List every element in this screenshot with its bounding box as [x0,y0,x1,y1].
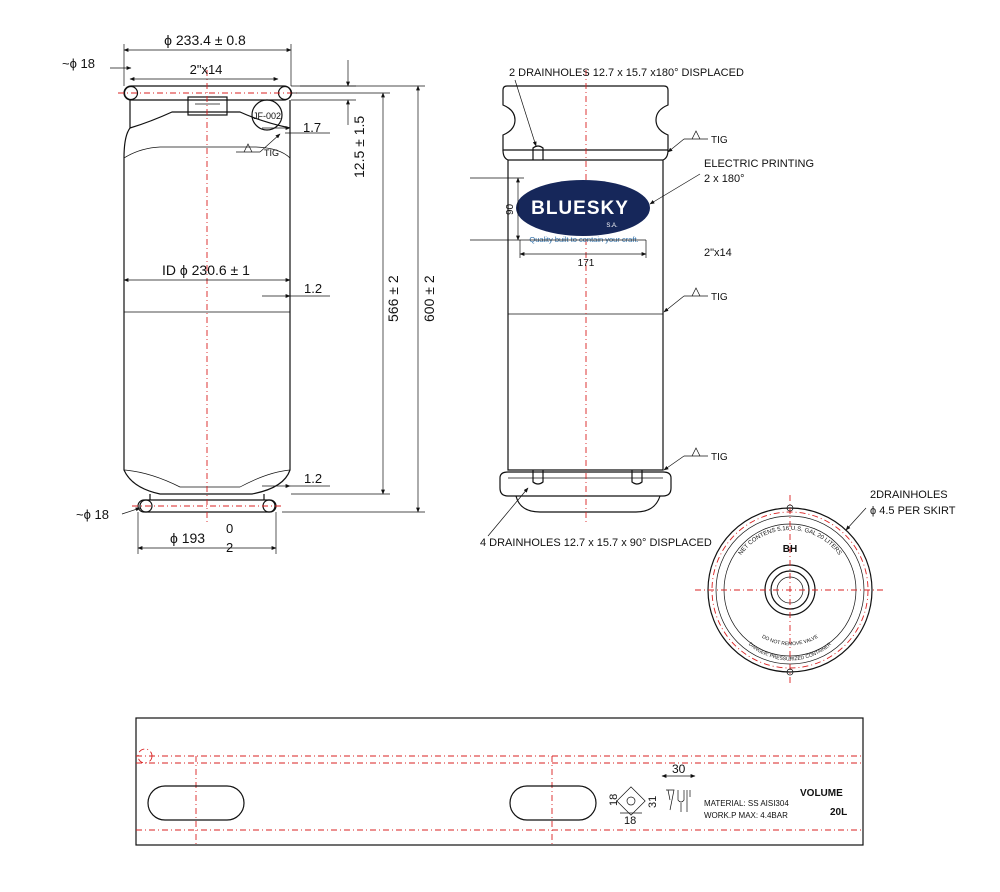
dim-id: ID ϕ 230.6 ± 1 [162,262,250,278]
svg-text:TIG: TIG [711,452,728,463]
note-printing-1: ELECTRIC PRINTING [704,158,814,170]
strip-outline [135,717,864,846]
dim-tol-lower: 2 [226,540,233,555]
volume-value: 20L [830,807,847,818]
svg-text:S.A.: S.A. [606,223,618,229]
svg-text:TIG: TIG [711,135,728,146]
pressure-label: WORK.P MAX: 4.4BAR [704,811,788,820]
dim-566: 566 ± 2 [385,275,401,322]
weld-symbol-top: TIG [236,133,281,158]
dim-1-2-a: 1.2 [304,281,322,296]
dim-bottom-width: ϕ 193 [170,530,205,546]
front-top-skirt [502,85,669,151]
dim-tol-upper: 0 [226,521,233,536]
dim-top-width: ϕ 233.4 ± 0.8 [164,32,246,48]
dim-ring-top: ~ϕ 18 [62,56,95,71]
top-view: NET CONTENS 5.16 U.S. GAL 20 LITERS BH D… [695,489,956,685]
weld-symbol-3: TIG [663,447,728,471]
note-drain-1: 2DRAINHOLES [870,489,948,501]
bottom-seam [123,469,291,488]
dim-1-7: 1.7 [303,120,321,135]
dim-18-b: 18 [624,815,636,827]
svg-text:TIG: TIG [711,292,728,303]
note-top-drain: 2 DRAINHOLES 12.7 x 15.7 x180° DISPLACED [509,67,744,79]
front-bottom-skirt [499,471,672,497]
dim-ring-bottom: ~ϕ 18 [76,507,109,522]
tag-circle [251,99,283,131]
dim-18-a: 18 [608,794,620,806]
note-fitting: 2"x14 [704,247,732,259]
drain-slot-top [532,145,544,160]
note-printing-2: 2 x 180° [704,173,744,185]
bluesky-logo: BLUESKY S.A. Quality built to contain yo… [516,180,650,244]
weld-symbol-2: TIG [663,287,728,313]
side-view: JF-002 ϕ 233.4 ± 0.8 2"x14 ~ϕ 18 TIG 12.… [62,32,437,555]
dim-12-5: 12.5 ± 1.5 [351,116,367,178]
front-view: BLUESKY S.A. Quality built to contain yo… [470,67,814,549]
strip-view: 30 18 31 18 MATERIAL: SS AISI304 WORK.P … [135,717,864,846]
dim-171: 171 [578,258,595,269]
logo-brand: BLUESKY [531,198,629,219]
dim-fitting: 2"x14 [190,62,223,77]
dim-1-2-b: 1.2 [304,471,322,486]
dim-600: 600 ± 2 [421,275,437,322]
dim-31: 31 [647,796,659,808]
dim-90: 90 [505,203,516,215]
handle-slot-left [147,785,245,821]
dim-30: 30 [672,762,686,776]
volume-label: VOLUME [800,788,843,799]
note-bottom-drain: 4 DRAINHOLES 12.7 x 15.7 x 90° DISPLACED [480,537,712,549]
svg-text:TIG: TIG [264,148,279,158]
embossed-mark: BH [783,544,797,555]
logo-tagline: Quality built to contain your craft. [529,235,638,244]
tag-label: JF-002 [253,111,281,121]
neck-fitting [187,96,228,116]
front-body [502,149,669,471]
top-ring-left-circle [123,85,139,101]
glass-fork-icon [666,789,691,812]
shoulder-seam [123,146,291,159]
note-drain-2: ϕ 4.5 PER SKIRT [870,505,956,517]
weld-symbol-1: TIG [667,130,728,153]
handle-slot-right [509,785,597,821]
material-label: MATERIAL: SS AISI304 [704,799,789,808]
recycle-icon [616,786,646,816]
